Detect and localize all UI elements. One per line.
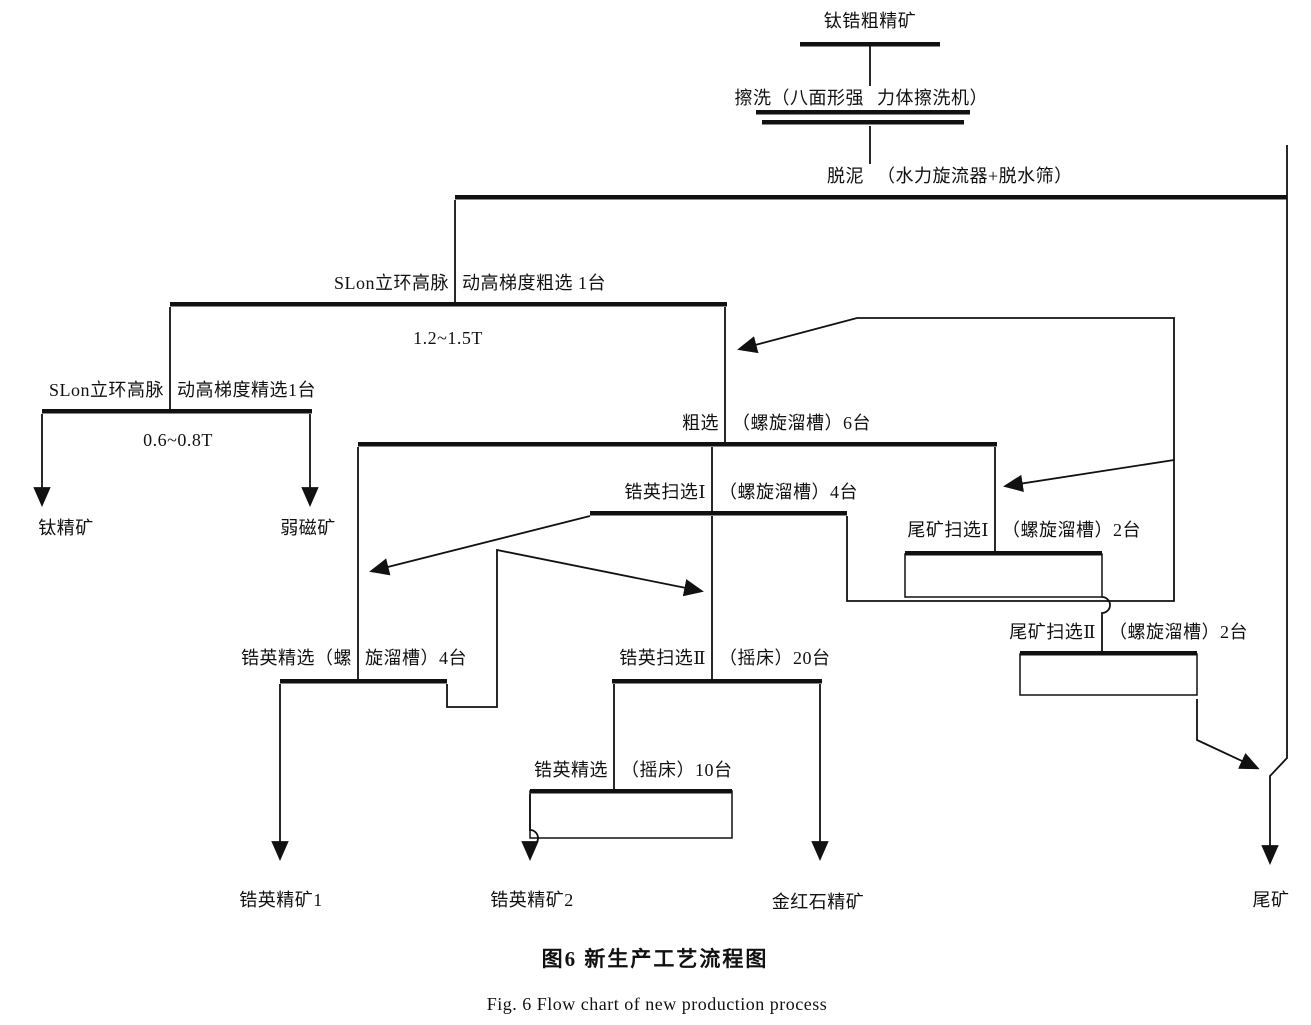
node-zircon-scav2-label-left: 锆英扫选Ⅱ: [619, 648, 706, 668]
bar-scrubbing-2: [762, 120, 964, 125]
node-slon-cleaner-label-left: SLon立环高脉: [48, 380, 164, 400]
node-slon-rougher-label-left: SLon立环高脉: [333, 273, 449, 293]
recycle-to-spiral-rougher: [737, 317, 1175, 602]
machine-boxes: [529, 553, 1198, 839]
node-zircon-cleaner-table-label-left: 锆英精选: [534, 760, 608, 780]
box-tail-scav1: [904, 553, 1103, 598]
figure-caption-cn: 图6 新生产工艺流程图: [541, 947, 769, 971]
product-zircon-conc-2-label: 锆英精矿2: [490, 890, 574, 910]
bar-slon-cleaner: [42, 409, 312, 414]
slon-rougher-field-strength: 1.2~1.5T: [413, 328, 483, 348]
line-tail-scav1-to-scav2-jump: [1101, 596, 1111, 652]
bar-spiral-rougher: [358, 442, 997, 447]
node-scrubbing-label-left: 擦洗（八面形强: [734, 88, 864, 108]
node-tail-scav1-label-right: （螺旋溜槽）2台: [1002, 520, 1141, 540]
bar-zircon-scav1: [590, 511, 847, 516]
product-zircon-conc-1-label: 锆英精矿1: [239, 890, 323, 910]
bar-scrubbing-1: [756, 110, 970, 115]
node-zircon-cleaner-table-label-right: （摇床）10台: [621, 760, 733, 780]
bar-zircon-scav2: [612, 679, 822, 684]
node-zircon-cleaner-spiral-label-right: 旋溜槽）4台: [365, 648, 467, 668]
stream-arrows: [33, 145, 1288, 865]
bar-slon-rougher: [170, 302, 727, 307]
zircon-scav1-conc-to-cleaner: [369, 515, 591, 576]
node-feed-label: 钛锆粗精矿: [823, 11, 917, 31]
node-tail-scav2-label-right: （螺旋溜槽）2台: [1109, 622, 1248, 642]
node-spiral-rougher-label-left: 粗选: [682, 413, 719, 433]
product-ti-concentrate-label: 钛精矿: [38, 518, 94, 538]
node-zircon-scav1-label-left: 锆英扫选Ⅰ: [624, 482, 706, 502]
box-tail-scav2: [1019, 653, 1198, 696]
node-zircon-scav1-label-right: （螺旋溜槽）4台: [719, 482, 858, 502]
node-scrubbing-label-right: 力体擦洗机）: [877, 88, 988, 108]
node-zircon-cleaner-spiral-label-left: 锆英精选（螺: [241, 648, 352, 668]
node-zircon-scav2-label-right: （摇床）20台: [719, 648, 831, 668]
product-tailings-label: 尾矿: [1252, 890, 1290, 910]
slon-cleaner-field-strength: 0.6~0.8T: [143, 430, 213, 450]
node-spiral-rougher-label-right: （螺旋溜槽）6台: [732, 413, 871, 433]
box-zircon-cleaner-table: [529, 790, 733, 839]
bar-feed: [800, 42, 940, 47]
product-weak-magnetic-label: 弱磁矿: [280, 518, 336, 538]
figure-caption-en: Fig. 6 Flow chart of new production proc…: [486, 994, 828, 1014]
bar-zircon-cleaner-spiral: [280, 679, 447, 684]
node-desliming-label-right: （水力旋流器+脱水筛）: [877, 166, 1073, 186]
node-tail-scav2-label-left: 尾矿扫选Ⅱ: [1009, 622, 1096, 642]
flow-connectors: [169, 46, 1111, 790]
tail-scav2-tails-join: [1196, 699, 1260, 770]
product-rutile-concentrate-label: 金红石精矿: [771, 892, 865, 912]
recycle-to-tail-scav1: [1003, 459, 1175, 493]
bar-desliming: [455, 195, 1287, 200]
process-bars: [42, 42, 1287, 794]
spiral-cleaner-tails-to-scav2: [446, 548, 704, 708]
arrow-zircon-conc-2: [521, 794, 539, 861]
node-tail-scav1-label-left: 尾矿扫选Ⅰ: [907, 520, 989, 540]
slime-to-tailings: [1261, 145, 1288, 865]
node-slon-cleaner-label-right: 动高梯度精选1台: [177, 380, 316, 400]
node-slon-rougher-label-right: 动高梯度粗选 1台: [462, 273, 606, 293]
node-desliming-label-left: 脱泥: [827, 166, 864, 186]
